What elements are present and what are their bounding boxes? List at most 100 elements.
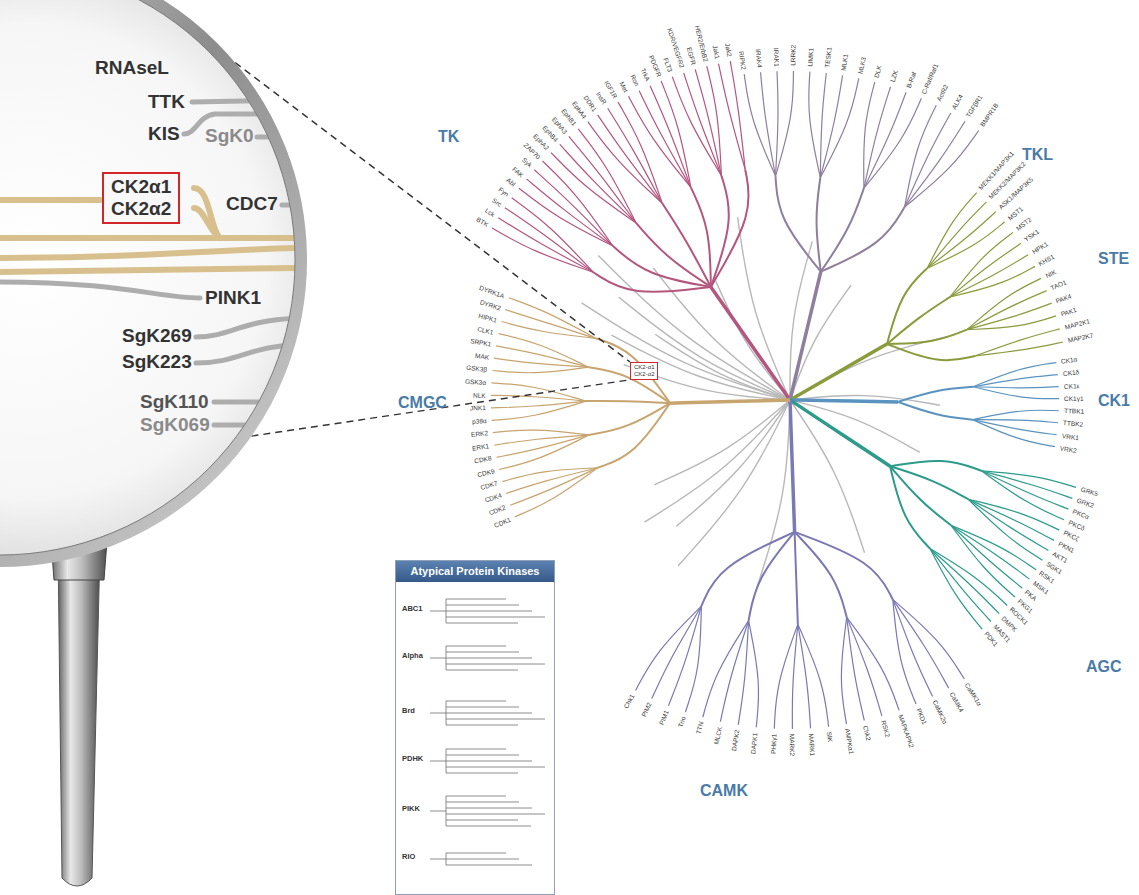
kinase-label: JNK1 [469, 404, 487, 412]
tree-branch [887, 330, 967, 344]
tree-branch [749, 532, 795, 621]
tree-branch [893, 599, 949, 688]
kinase-label: LIMK1 [806, 47, 815, 68]
tree-branch [650, 86, 691, 188]
kinase-label: CDK4 [483, 491, 504, 504]
group-label: AGC [1086, 658, 1122, 676]
tree-branch [798, 624, 811, 728]
tree-branch [446, 707, 519, 708]
tree-branch [446, 755, 519, 756]
tree-branch [586, 401, 670, 403]
tree-branch [672, 77, 721, 176]
tree-branch [512, 198, 594, 272]
kinase-label: SgK223 [122, 352, 192, 373]
tree-branch [930, 548, 999, 613]
kinase-label: GRK2 [1075, 496, 1096, 510]
tree-branch [864, 87, 891, 188]
kinase-label: TTN [694, 720, 705, 736]
tree-branch [821, 207, 905, 272]
magnifier-handle [58, 548, 100, 886]
kinase-label: RNAseL [95, 58, 169, 79]
kinase-label: KHS1 [1037, 252, 1057, 268]
tree-branch [973, 387, 1059, 399]
kinase-label: CK2-α2 [634, 371, 654, 378]
kinase-label: Trio [677, 715, 688, 730]
kinase-label: TTBK2 [1062, 419, 1085, 428]
tree-branch [821, 188, 864, 272]
kinase-label: ERK1 [471, 442, 491, 452]
tree-branch [887, 297, 950, 344]
tree-branch [668, 606, 701, 706]
tree-branch [847, 617, 865, 720]
tree-branch [446, 808, 532, 809]
tree-branch [608, 108, 663, 203]
tree-branch [820, 75, 842, 177]
tree-branch [446, 605, 519, 606]
tree-branch [711, 170, 749, 287]
tree-branch [973, 363, 1056, 387]
tree-branch [820, 78, 858, 177]
kinase-label: ALK4 [950, 92, 965, 111]
kinase-label: CK2α1 [111, 176, 171, 198]
tree-branch [864, 98, 921, 188]
tree-branch [510, 468, 597, 505]
lens-ring [0, 0, 295, 555]
kinase-label: PKCα [1071, 507, 1092, 521]
tree-branch [598, 403, 670, 468]
tree-branch [744, 74, 775, 176]
tree-branch [492, 228, 593, 272]
kinase-label: Met [617, 80, 630, 95]
tree-branch [589, 403, 670, 435]
kinase-label: MARK1 [807, 732, 816, 757]
tree-branch [196, 318, 300, 337]
tree-branch [720, 621, 748, 722]
family-label: PIKK [402, 805, 420, 814]
kinase-label: CK1ε [1062, 382, 1080, 390]
tree-branch [446, 664, 545, 665]
tree-branch [981, 471, 1064, 520]
kinase-label: FAK [510, 164, 526, 179]
tree-branch [930, 548, 982, 629]
tree-branch [981, 471, 1076, 488]
kinase-label: EGFR [685, 45, 698, 66]
kinase-label: MLCK [712, 725, 724, 746]
group-label: CK1 [1098, 392, 1130, 410]
tree-branch [981, 471, 1068, 509]
lens-shape [0, 0, 307, 567]
tree-branch [0, 235, 300, 241]
tree-branch [795, 532, 893, 600]
tree-branch [446, 749, 506, 750]
kinase-label: HIPK1 [477, 311, 499, 324]
tree-branch [703, 621, 749, 718]
tree-branch [446, 773, 518, 774]
tree-branch [975, 342, 1063, 356]
tree-branch [847, 617, 882, 716]
family-label: Alpha [402, 652, 423, 661]
kinase-label: MLK1 [840, 52, 850, 72]
kinase-label: DYRK1A [478, 283, 507, 300]
kinase-label: Jak1 [711, 43, 722, 60]
tree-branch [493, 430, 589, 435]
kinase-label: Chk1 [622, 692, 637, 711]
tree-branch [214, 400, 300, 405]
kinase-label: Abl [504, 176, 518, 189]
kinase-label: Chk2 [862, 724, 873, 742]
kinase-label: IRAK4 [755, 47, 764, 68]
tree-branch [790, 336, 948, 400]
tree-branch [499, 435, 589, 470]
tree-branch [967, 278, 1041, 329]
tree-branch [446, 826, 531, 827]
tree-branch [613, 246, 711, 287]
tree-branch [967, 303, 1052, 329]
tree-branch [749, 621, 759, 728]
tree-branch [654, 400, 790, 485]
kinase-label: DAPK1 [750, 731, 760, 755]
group-label: TKL [1022, 146, 1053, 164]
group-label: TK [438, 128, 459, 146]
tree-branch [0, 282, 200, 298]
kinase-label: Fyn [496, 185, 511, 199]
zoom-line [251, 380, 630, 436]
kinase-label: BMPR1B [978, 102, 1001, 130]
kinase-label: TESK1 [823, 46, 833, 69]
kinase-label: C-Raf/Raf1 [920, 62, 941, 97]
